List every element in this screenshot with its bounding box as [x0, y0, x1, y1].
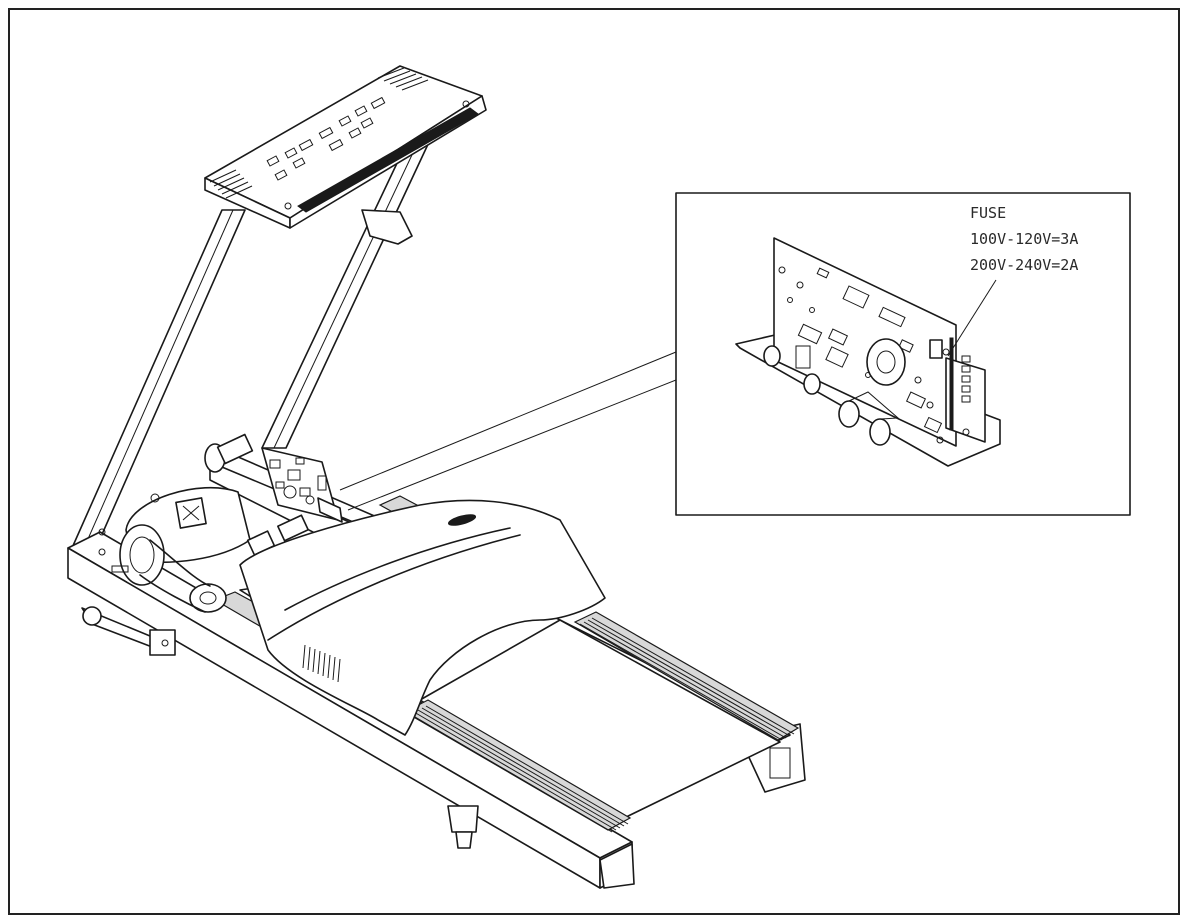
fuse-title: FUSE: [970, 204, 1006, 222]
fuse-rating-low-voltage: 100V-120V=3A: [970, 230, 1078, 248]
control-board-detail: [735, 237, 1001, 467]
belt: [213, 495, 800, 889]
page-frame: [8, 8, 1180, 915]
console: [204, 65, 487, 229]
right-upright: [261, 139, 431, 449]
callout-leader: [339, 351, 677, 511]
fuse-label: FUSE 100V-120V=3A 200V-240V=2A: [970, 204, 1078, 274]
control-board-mounted: [261, 447, 343, 523]
fuse-rating-high-voltage: 200V-240V=2A: [970, 256, 1078, 274]
motor-hood: [239, 499, 606, 736]
incline-lift: [81, 606, 176, 656]
